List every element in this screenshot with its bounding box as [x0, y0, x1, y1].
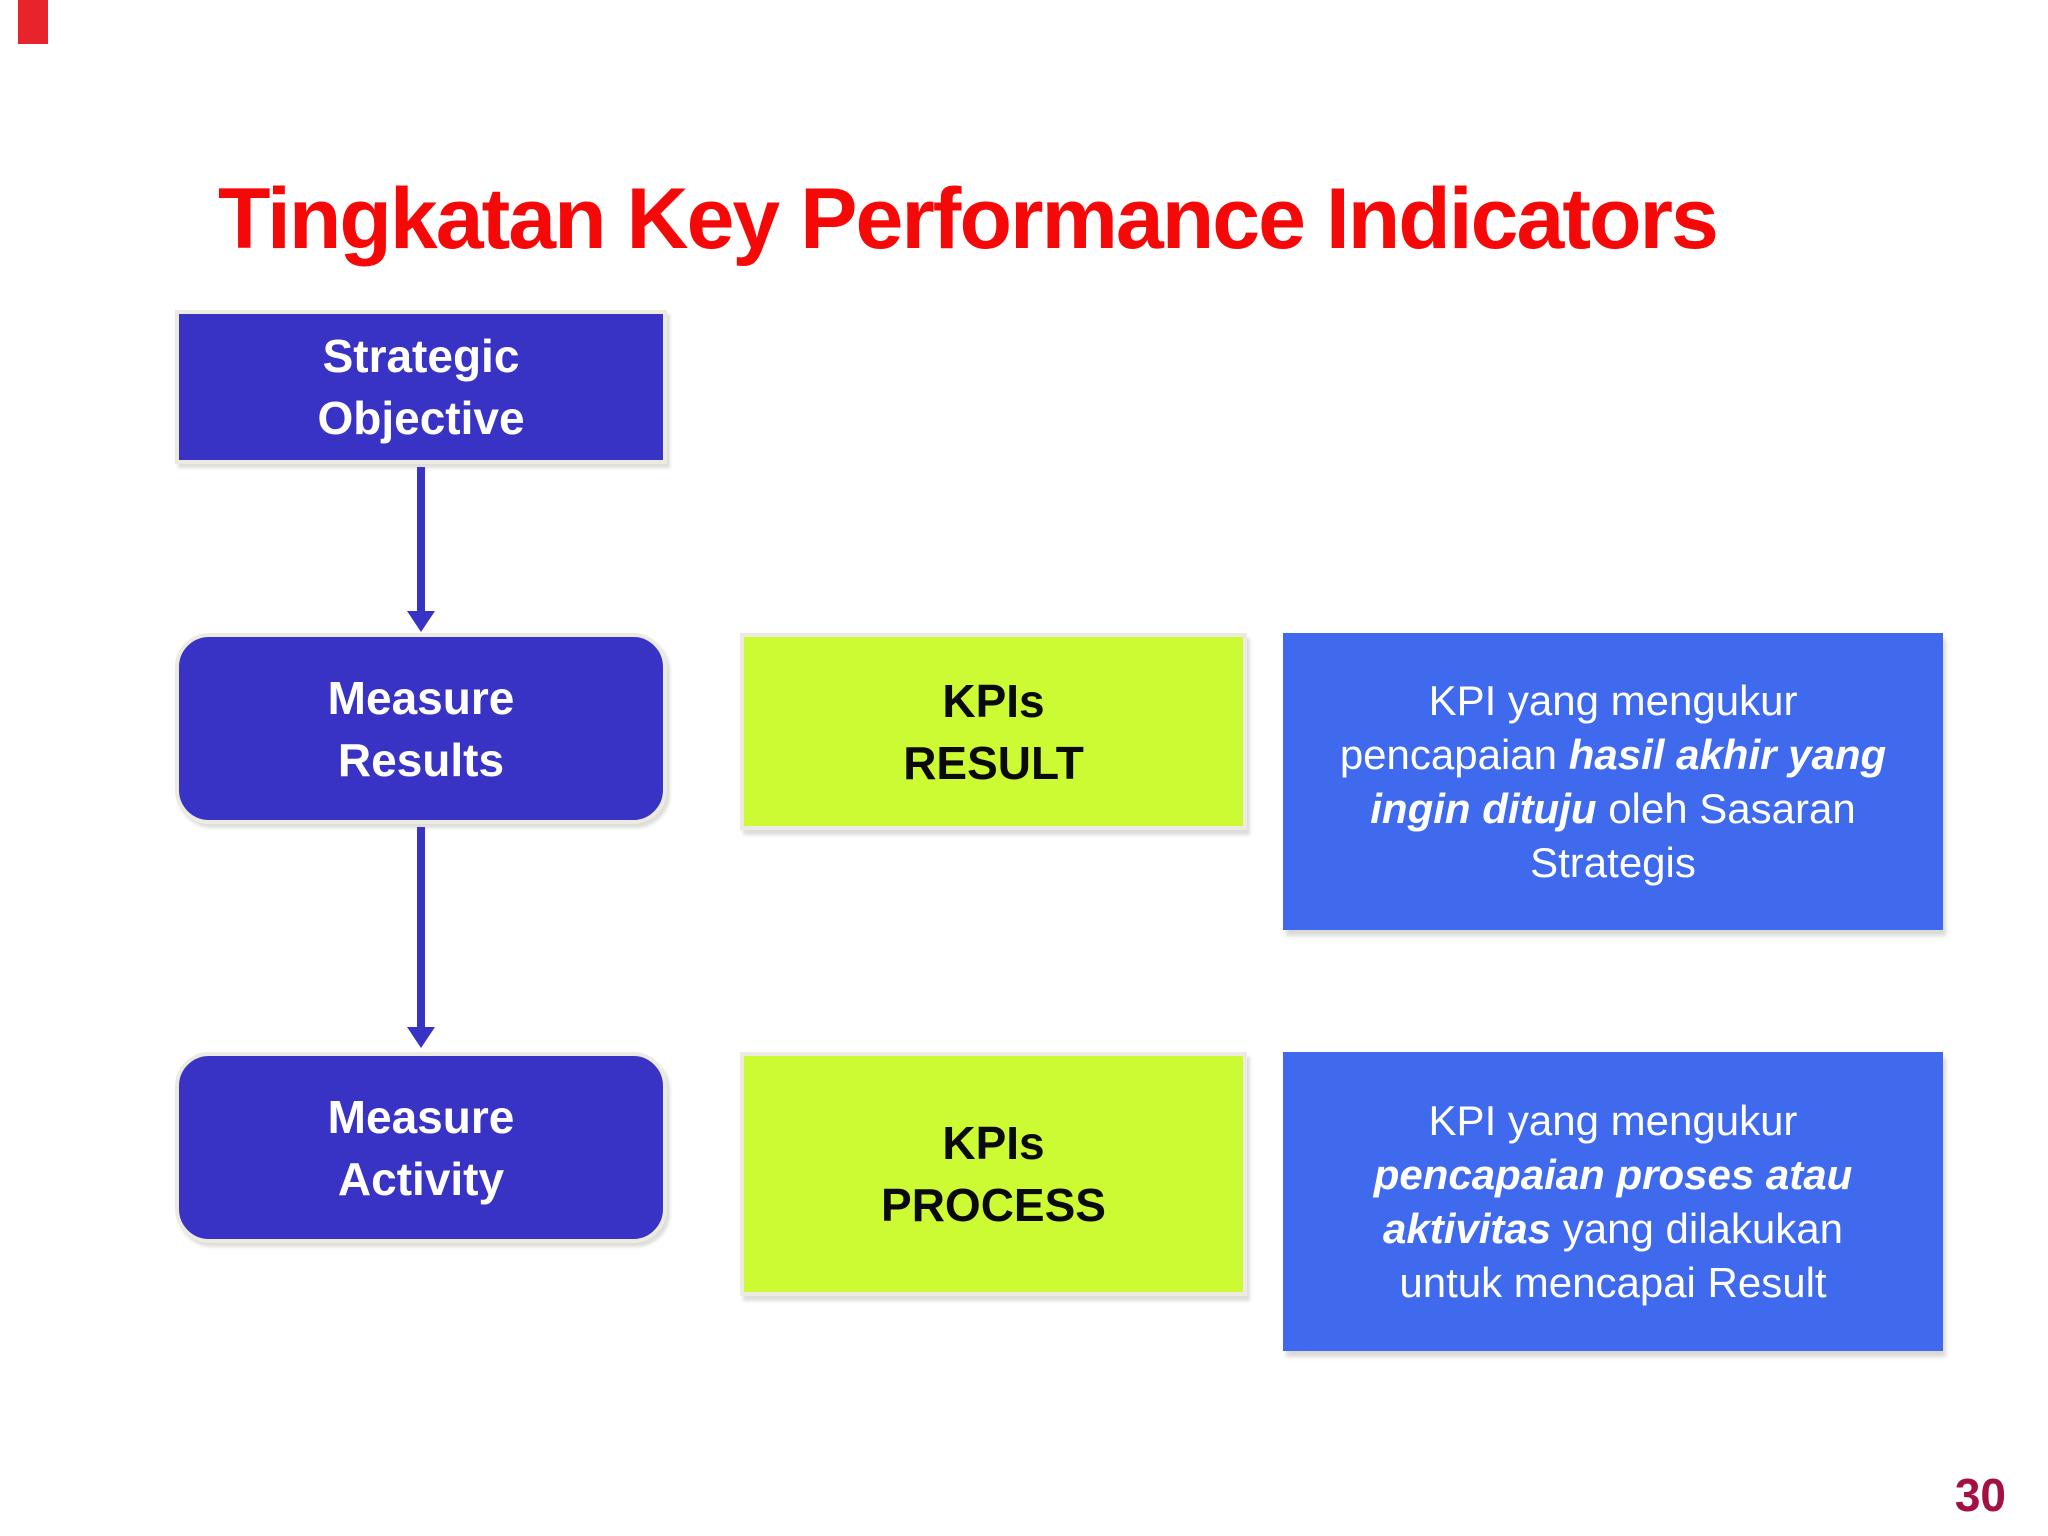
- flow-arrow-line: [417, 467, 425, 612]
- flow-box-strategic-objective: Strategic Objective: [175, 310, 667, 464]
- flow-arrow-line: [417, 827, 425, 1028]
- flow-box-label: Strategic Objective: [317, 330, 525, 444]
- flow-box-label: Measure Results: [327, 671, 515, 786]
- kpi-box-label: KPIs PROCESS: [881, 1117, 1106, 1231]
- kpi-box-process: KPIs PROCESS: [740, 1052, 1247, 1296]
- page-number: 30: [1954, 1469, 2006, 1521]
- red-accent-bar: [18, 0, 48, 44]
- kpi-box-label: KPIs RESULT: [903, 674, 1084, 789]
- flow-box-label: Measure Activity: [327, 1090, 515, 1205]
- slide-title: Tingkatan Key Performance Indicators: [218, 170, 1719, 267]
- flow-arrow-head: [407, 1027, 435, 1048]
- flow-arrow-head: [407, 611, 435, 632]
- flow-box-measure-results: Measure Results: [175, 633, 667, 824]
- kpi-box-result: KPIs RESULT: [740, 633, 1247, 830]
- flow-box-measure-activity: Measure Activity: [175, 1052, 667, 1243]
